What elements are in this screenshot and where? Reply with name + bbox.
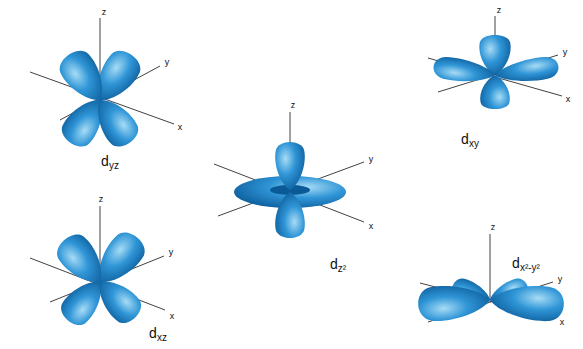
axis-label: z [291,101,296,110]
axis-label: x [369,222,374,231]
axis-label: x [566,95,571,104]
axis-label: z [102,8,107,17]
axis-label: y [563,48,568,57]
axis-label: x [170,312,175,321]
orbital-name: dx²-y² [512,256,540,273]
axis-label: z [491,223,496,232]
orbital-name: dxz [149,326,167,343]
orbital-name: dz² [330,257,346,274]
axis-label: y [558,275,563,284]
axis-label: x [178,123,183,132]
axis-label: y [169,248,174,257]
orbital-name: dxy [461,132,479,149]
axis-label: y [369,155,374,164]
axis-label: x [560,318,565,327]
axis-label: z [99,195,104,204]
orbital-name: dyz [101,154,119,171]
axis-label: y [165,58,170,67]
axis-label: z [497,6,502,15]
